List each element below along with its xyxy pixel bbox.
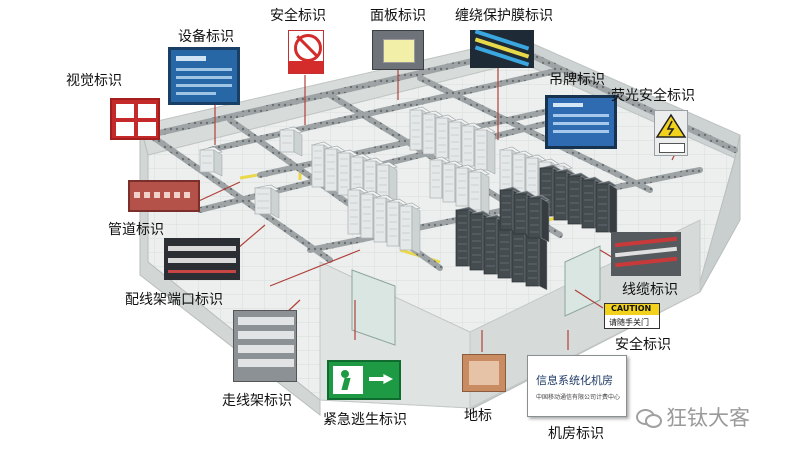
label-hanging: 吊牌标识 bbox=[549, 72, 605, 88]
emergency-exit-thumbnail bbox=[327, 360, 401, 400]
label-safety-right: 安全标识 bbox=[615, 337, 671, 353]
equipment-sign-thumbnail bbox=[168, 47, 240, 105]
wechat-icon bbox=[636, 407, 660, 427]
rack-dark-39 bbox=[528, 195, 549, 242]
caution-word: CAUTION bbox=[611, 304, 651, 313]
label-fluorescent: 荧光安全标识 bbox=[611, 88, 695, 104]
caution-sign-thumbnail: CAUTION 请随手关门 bbox=[604, 303, 660, 329]
cable-rack-thumbnail bbox=[233, 310, 297, 382]
rack-light-11 bbox=[475, 127, 495, 174]
label-floor: 地标 bbox=[464, 408, 492, 424]
fluorescent-sign-thumbnail bbox=[654, 110, 688, 156]
room-sign-title: 信息系统化机房 bbox=[536, 372, 613, 388]
cabinet-left-1 bbox=[280, 127, 302, 156]
label-cable-rack: 走线架标识 bbox=[222, 393, 292, 409]
patch-port-thumbnail bbox=[164, 238, 240, 280]
cable-label-thumbnail bbox=[611, 232, 681, 276]
watermark-text: 狂钛大客 bbox=[666, 402, 750, 432]
label-emergency: 紧急逃生标识 bbox=[323, 412, 407, 428]
rack-light-16 bbox=[400, 203, 420, 254]
caution-subtext: 请随手关门 bbox=[609, 317, 649, 328]
rack-dark-36 bbox=[596, 181, 617, 236]
label-pipe: 管道标识 bbox=[108, 222, 164, 238]
watermark: 狂钛大客 bbox=[636, 403, 796, 431]
hanging-sign-thumbnail bbox=[545, 95, 617, 149]
label-patch-port: 配线架端口标识 bbox=[125, 292, 223, 308]
label-visual: 视觉标识 bbox=[66, 73, 122, 89]
label-safety-top: 安全标识 bbox=[270, 8, 326, 24]
room-sign-thumbnail: 信息系统化机房 中国移动通信有限公司计费中心 bbox=[527, 355, 627, 417]
cabinet-left-2 bbox=[255, 185, 279, 218]
label-panel: 面板标识 bbox=[370, 8, 426, 24]
label-room: 机房标识 bbox=[548, 426, 604, 442]
no-smoking-sign-thumbnail bbox=[288, 30, 324, 74]
floor-marker-thumbnail bbox=[462, 354, 506, 392]
cabinet-left-0 bbox=[200, 147, 222, 176]
cable-film-thumbnail bbox=[470, 30, 534, 68]
label-cable-film: 缠绕保护膜标识 bbox=[455, 8, 553, 24]
pipe-sign-thumbnail bbox=[128, 180, 200, 212]
label-cable: 线缆标识 bbox=[622, 282, 678, 298]
visual-sign-thumbnail bbox=[110, 98, 160, 140]
label-equipment: 设备标识 bbox=[178, 29, 234, 45]
panel-sign-thumbnail bbox=[372, 30, 424, 70]
rack-light-25 bbox=[469, 169, 489, 214]
room-sign-subtitle: 中国移动通信有限公司计费中心 bbox=[536, 392, 620, 401]
